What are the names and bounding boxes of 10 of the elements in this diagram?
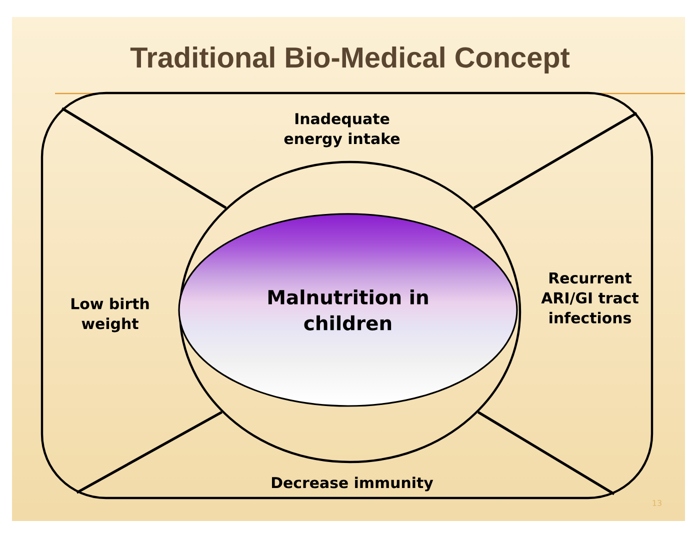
- spoke-line: [477, 410, 615, 496]
- factor-label: Inadequate energy intake: [284, 112, 400, 148]
- factor-label: Low birth weight: [72, 298, 149, 332]
- factor-label: Decrease immunity: [272, 476, 434, 492]
- title: Traditional Bio-Medical Concept: [130, 46, 570, 74]
- spoke-line: [76, 410, 222, 494]
- outer-circle: [178, 160, 522, 464]
- factor-label: Recurrent ARI/GI tract infections: [541, 272, 639, 324]
- spoke-line: [473, 112, 638, 210]
- spoke-line: [61, 107, 227, 210]
